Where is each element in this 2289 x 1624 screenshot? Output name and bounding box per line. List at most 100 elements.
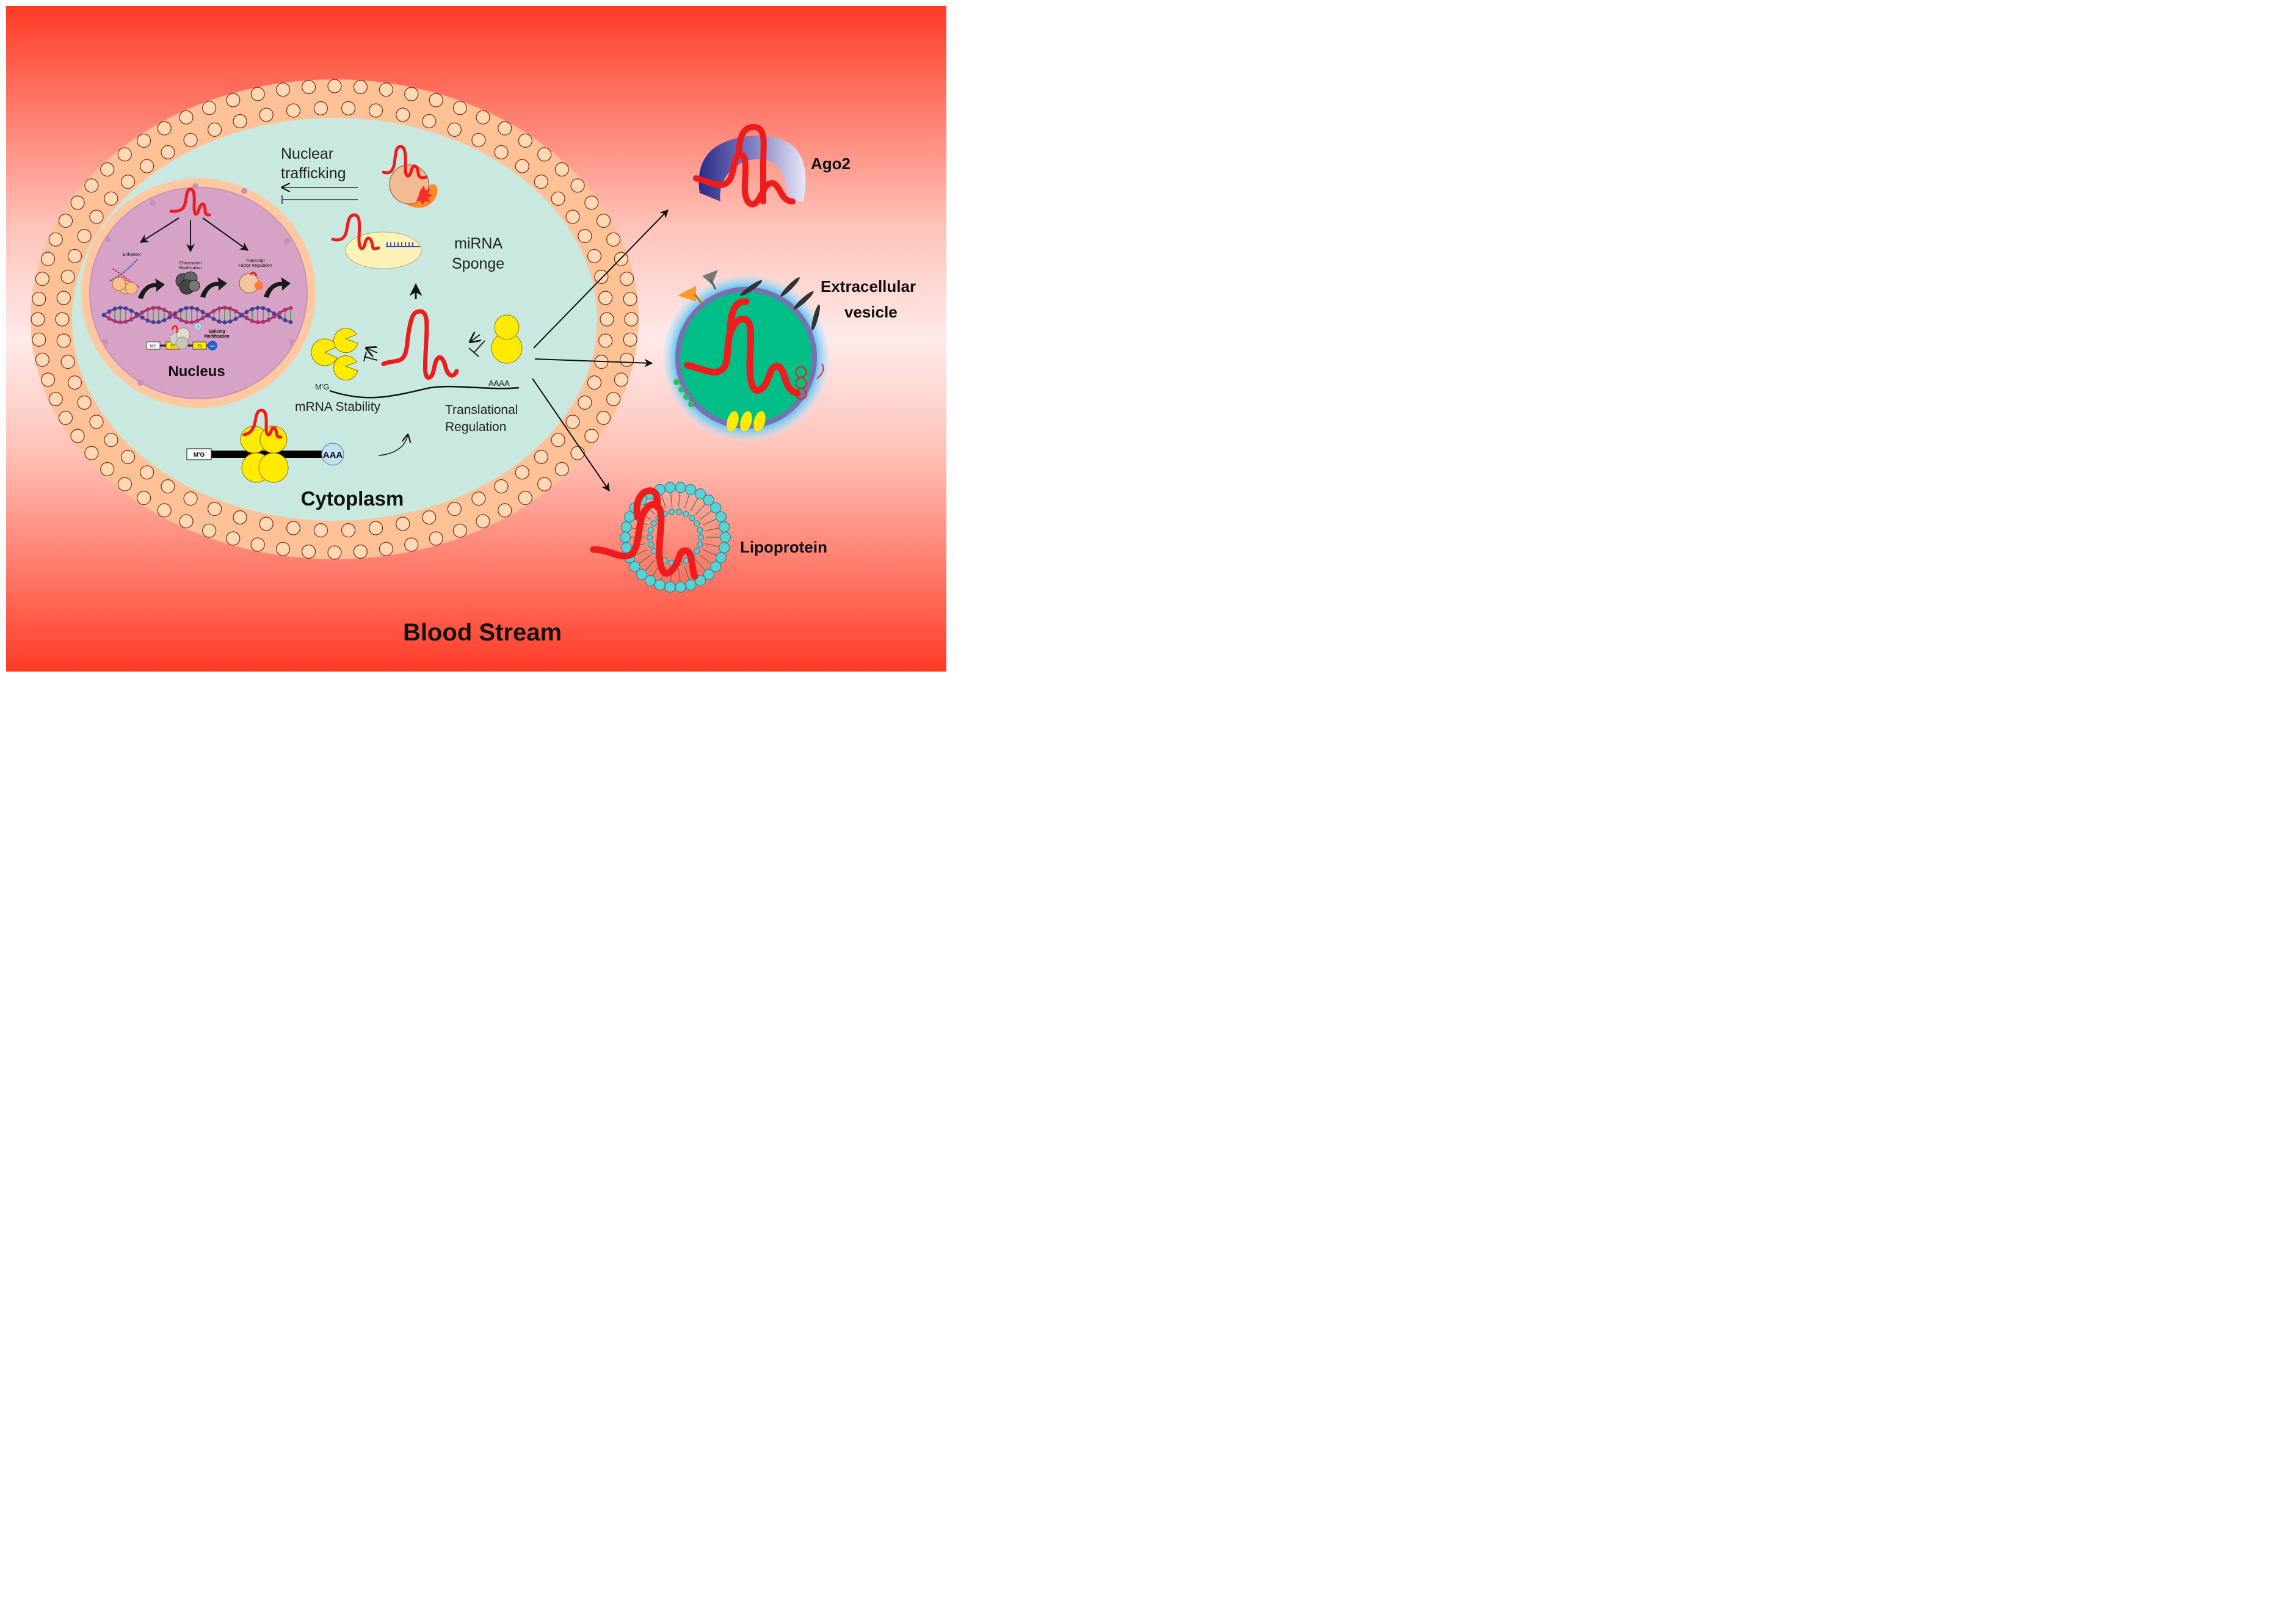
membrane-bead [624, 312, 639, 327]
membrane-bead [60, 354, 75, 369]
blood-stream-label: Blood Stream [403, 619, 562, 646]
mrna-stability-label: mRNA Stability [295, 400, 381, 414]
membrane-bead [233, 510, 247, 525]
lipoprotein-bead [719, 542, 730, 554]
dna-bead [211, 317, 216, 321]
gene-cap-label: M'G [150, 345, 157, 349]
dna-bead [112, 306, 117, 311]
membrane-bead [498, 121, 512, 136]
lipoprotein-bead [719, 531, 731, 543]
lipoprotein-inner-bead [694, 520, 700, 527]
membrane-bead [518, 133, 533, 148]
membrane-bead [276, 542, 291, 556]
membrane-bead [353, 544, 368, 559]
lipoprotein-bead [644, 575, 656, 587]
membrane-bead [565, 415, 580, 429]
dna-bead [288, 320, 293, 324]
lipoprotein-bead [623, 511, 636, 523]
splicing-d-label: D [196, 325, 199, 330]
lipoprotein-bead [619, 531, 631, 543]
lipoprotein-inner-bead [650, 548, 657, 554]
membrane-bead [67, 375, 82, 390]
membrane-bead [404, 537, 419, 552]
dna-bead [255, 305, 260, 310]
membrane-bead [578, 395, 592, 410]
membrane-bead [341, 523, 356, 538]
dna-bead [250, 319, 255, 323]
lipoprotein-inner-bead [646, 534, 653, 541]
membrane-bead [259, 517, 274, 531]
membrane-bead [31, 312, 45, 327]
lipoprotein-bead [719, 521, 730, 533]
lipoprotein-bead [685, 579, 697, 591]
lipoprotein-inner-bead [694, 548, 700, 554]
membrane-bead [259, 107, 274, 122]
nucleus-label: Nucleus [168, 363, 225, 380]
membrane-bead [161, 479, 175, 494]
dna-bead [250, 307, 255, 311]
membrane-bead [226, 531, 241, 546]
lipoprotein-bead [710, 561, 722, 573]
mirna-sponge: miRNA Sponge [331, 213, 504, 299]
membrane-bead [379, 82, 394, 97]
membrane-bead [104, 191, 118, 206]
membrane-bead [161, 145, 175, 159]
dna-bead [178, 308, 183, 313]
lipoprotein-bead [654, 579, 666, 591]
membrane-bead [598, 333, 613, 348]
nuclear-trafficking-label-line1: Nuclear [281, 145, 333, 162]
ago2-label: Ago2 [811, 154, 851, 173]
transcription-factor-icon [239, 271, 263, 294]
dna-bead [222, 320, 227, 325]
membrane-bead [341, 101, 356, 115]
membrane-bead [286, 521, 301, 535]
membrane-bead [121, 175, 136, 189]
membrane-bead [452, 523, 468, 538]
membrane-bead [476, 514, 490, 529]
activation-arrows [138, 277, 291, 299]
membrane-bead [40, 372, 56, 387]
lipoprotein-bead [629, 561, 640, 573]
dna-bead [129, 317, 134, 322]
dna-bead [123, 319, 128, 324]
mrna-cap-box-label: M'G [194, 452, 205, 459]
enhancer-label: Enhancer [123, 253, 142, 257]
membrane-bead [48, 392, 63, 407]
lipoprotein-inner-bead [668, 509, 675, 515]
figure: Enhancer Chromation Modification Transcr… [0, 0, 952, 677]
dna-bead [233, 317, 238, 321]
splicing-label-line1: Splicing [208, 330, 225, 334]
dna-bead [261, 306, 266, 311]
membrane-bead [327, 79, 342, 93]
dna-bead [261, 319, 266, 324]
nuclear-trafficking: Nuclear trafficking [281, 145, 438, 208]
membrane-bead [422, 510, 437, 525]
membrane-bead [58, 410, 73, 426]
membrane-bead [606, 232, 621, 247]
membrane-bead [100, 462, 115, 477]
dna-bead [277, 311, 282, 315]
lipoprotein-bead [703, 494, 715, 506]
membrane-bead [77, 229, 92, 244]
membrane-bead [606, 392, 621, 407]
membrane-bead [56, 333, 71, 348]
membrane-bead [537, 477, 552, 491]
dna-bead [206, 313, 211, 318]
membrane-bead [596, 214, 611, 228]
membrane-bead [32, 332, 46, 347]
dna-bead [178, 317, 183, 322]
dna-bead [173, 311, 178, 316]
dna-bead [129, 308, 134, 313]
dna-bead [222, 305, 227, 310]
dna-bead [101, 313, 106, 317]
dna-bead [244, 310, 249, 314]
membrane-bead [379, 542, 394, 556]
membrane-bead [447, 122, 462, 137]
lipoprotein-inner-bead [697, 527, 703, 534]
exon2-label: E2 [197, 345, 202, 349]
membrane-bead [600, 312, 614, 327]
membrane-bead [100, 162, 115, 177]
membrane-bead [570, 446, 585, 460]
membrane-bead [121, 449, 136, 465]
membrane-bead [623, 332, 637, 347]
